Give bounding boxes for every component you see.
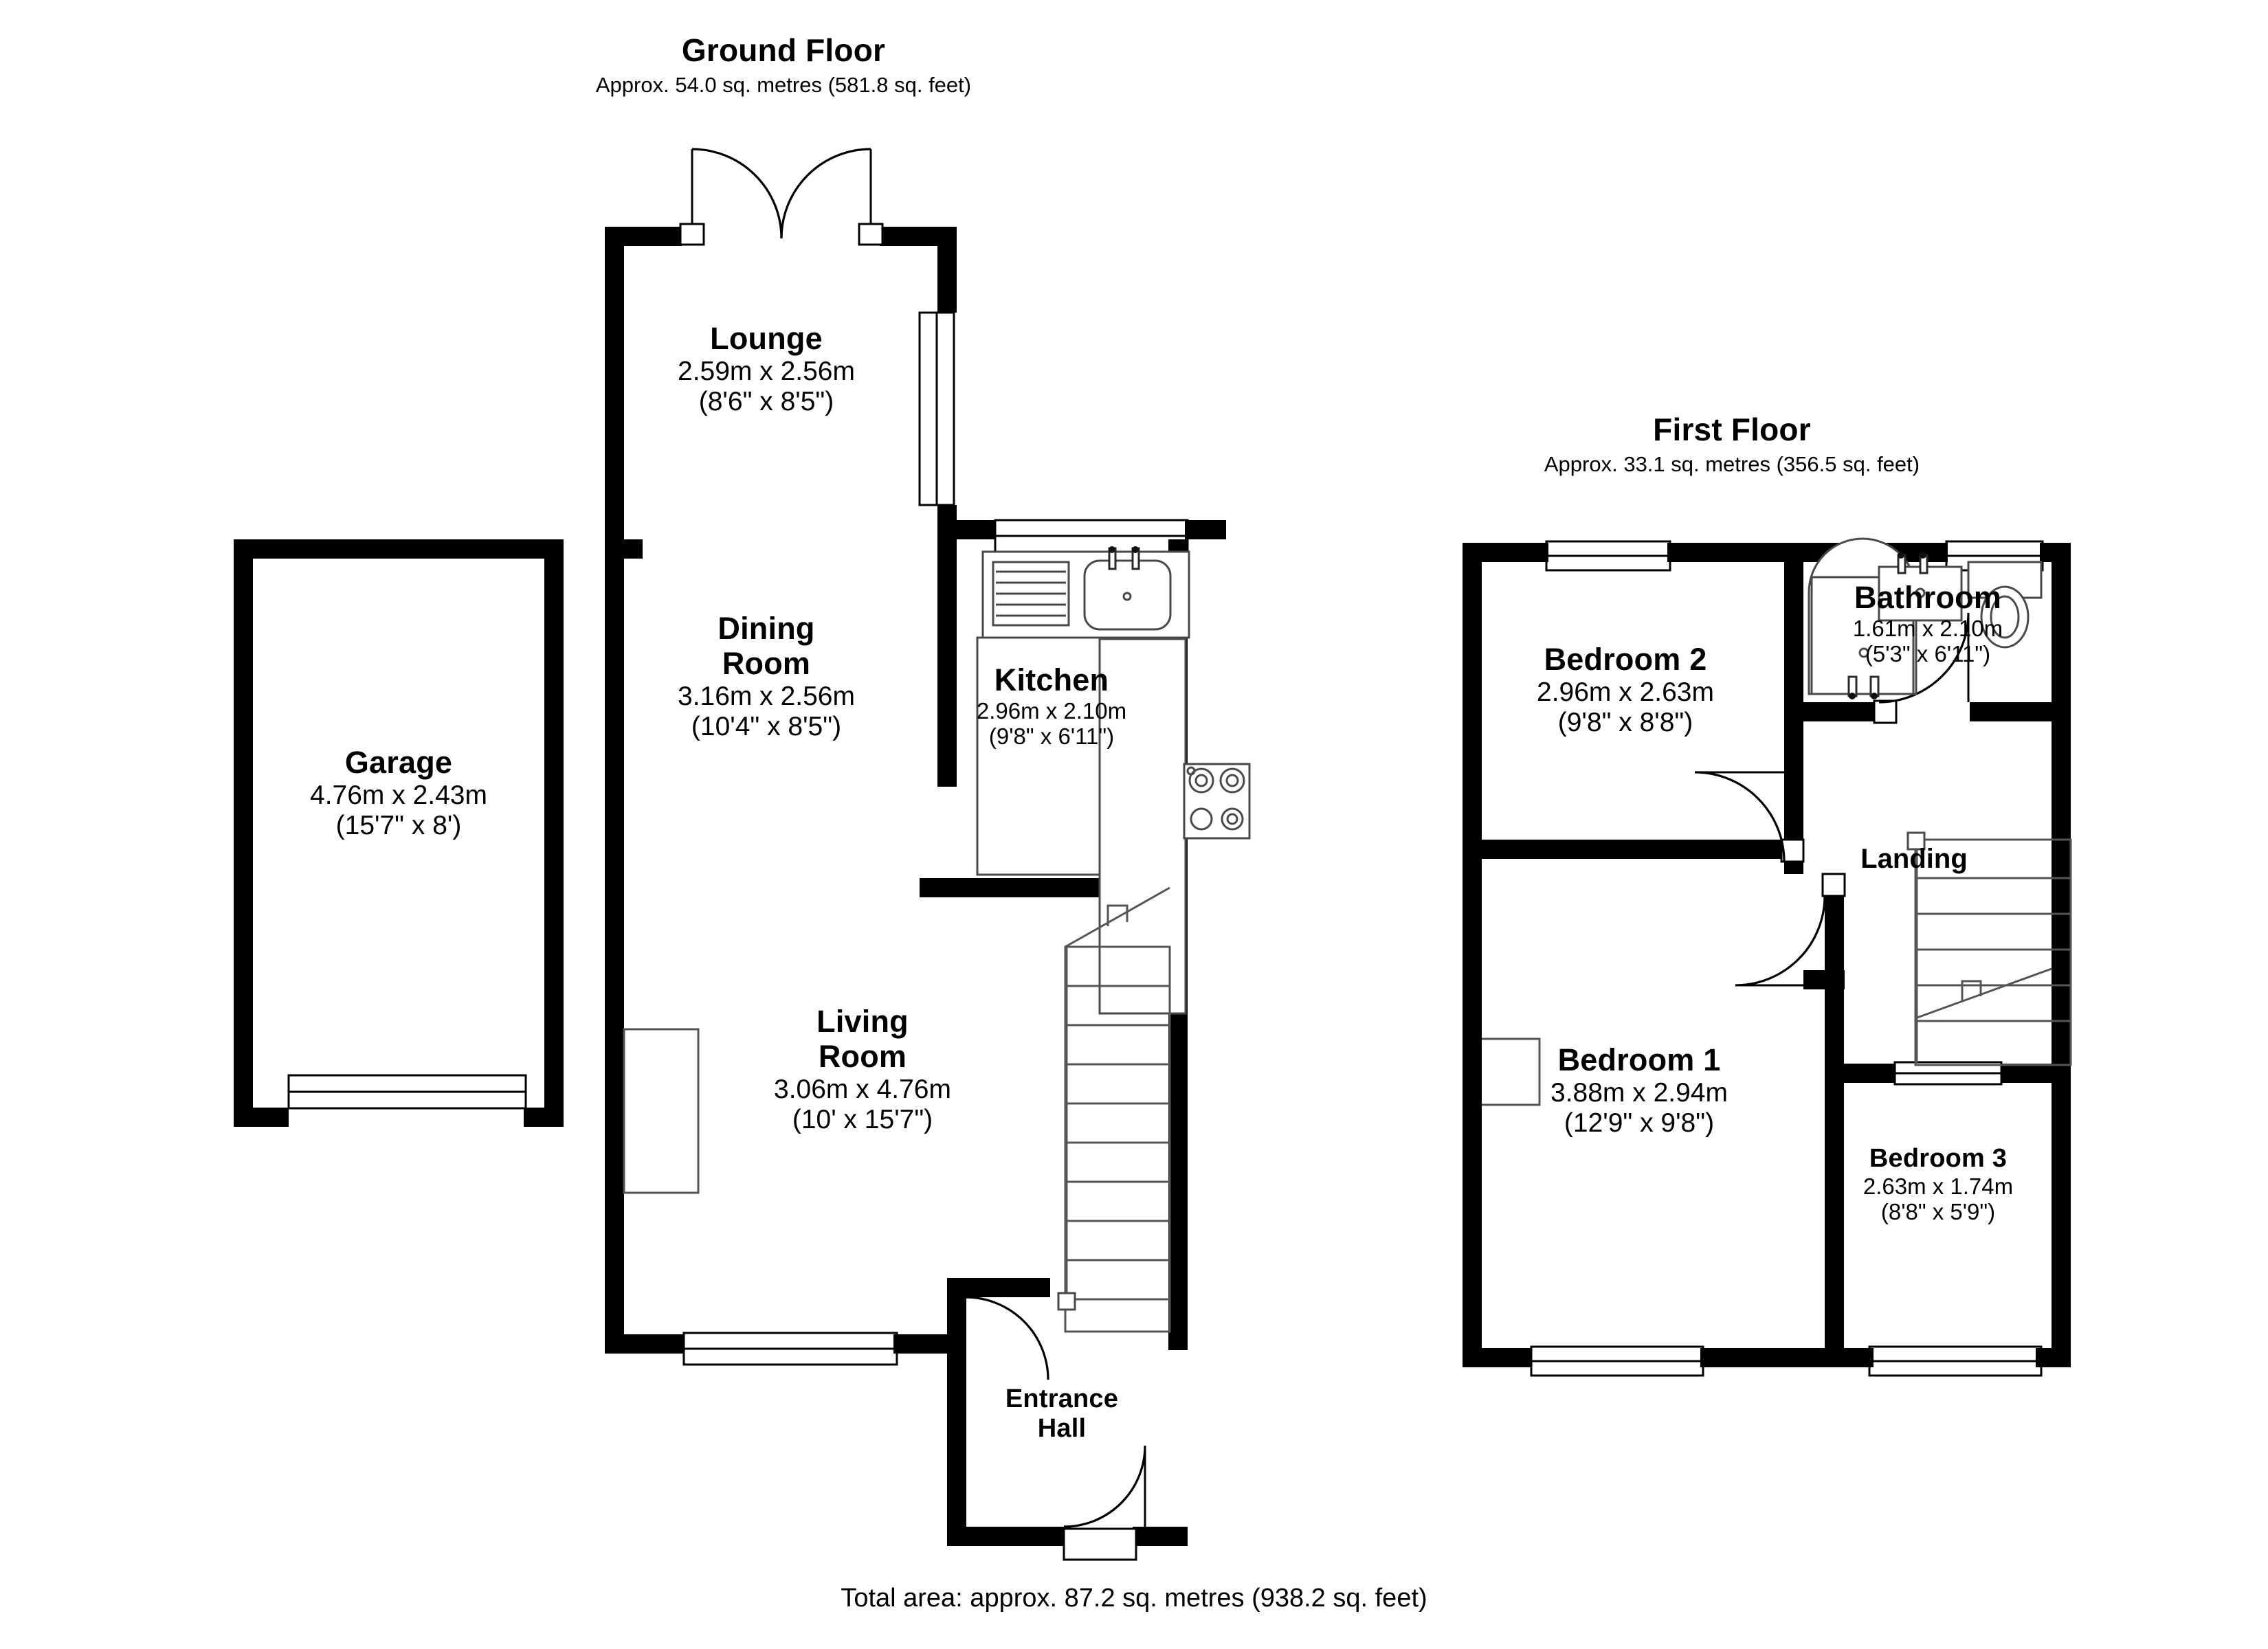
living-room-dim-imperial: (10' x 15'7") (792, 1104, 933, 1134)
window-icon-living-room (682, 1332, 898, 1366)
dining-room-name-line1: Dining (718, 611, 815, 646)
window-icon-bedroom3 (1868, 1345, 2043, 1377)
wash-basin-icon (1878, 552, 1963, 622)
entrance-hall-name-line2: Hall (1037, 1413, 1087, 1443)
kitchen-fixtures (976, 546, 1251, 1015)
dining-room-name-line2: Room (722, 645, 811, 681)
room-label-bedroom1: Bedroom 1 3.88m x 2.94m (12'9" x 9'8") (1491, 1042, 1787, 1138)
first-floor-outline (1463, 540, 2072, 1377)
bedroom3-name: Bedroom 3 (1869, 1144, 2008, 1173)
bedroom2-dim-metric: 2.96m x 2.63m (1537, 677, 1714, 707)
bedroom1-door-icon (1735, 873, 1846, 987)
bedroom2-name: Bedroom 2 (1544, 642, 1707, 677)
first-floor-title: First Floor (1653, 412, 1811, 447)
hall-to-living-door-icon (964, 1296, 1049, 1380)
bedroom1-dim-metric: 3.88m x 2.94m (1550, 1077, 1728, 1108)
bedroom2-door-icon (1694, 771, 1805, 863)
living-room-name-line1: Living (816, 1004, 909, 1039)
room-label-lounge: Lounge 2.59m x 2.56m (8'6" x 8'5") (605, 321, 928, 417)
lounge-name: Lounge (710, 321, 823, 356)
ground-floor-subtitle: Approx. 54.0 sq. metres (581.8 sq. feet) (595, 72, 972, 97)
ground-floor-header: Ground Floor Approx. 54.0 sq. metres (58… (509, 32, 1058, 97)
entrance-hall-name-line1: Entrance (1005, 1384, 1119, 1413)
lounge-dim-metric: 2.59m x 2.56m (678, 356, 855, 386)
bedroom3-dim-metric: 2.63m x 1.74m (1863, 1173, 2014, 1199)
garage-dim-imperial: (15'7" x 8') (335, 810, 462, 840)
total-area-label: Total area: approx. 87.2 sq. metres (938… (841, 1584, 1427, 1613)
staircase-icon-ground (1057, 886, 1171, 1333)
garage-outline (234, 539, 564, 1127)
front-door-icon (1063, 1445, 1146, 1561)
dining-room-dim-metric: 3.16m x 2.56m (678, 681, 855, 711)
room-label-bedroom2: Bedroom 2 2.96m x 2.63m (9'8" x 8'8") (1471, 642, 1780, 738)
room-label-dining-room: Dining Room 3.16m x 2.56m (10'4" x 8'5") (605, 611, 928, 742)
room-label-kitchen: Kitchen 2.96m x 2.10m (9'8" x 6'11") (921, 662, 1182, 750)
staircase-icon-first (1906, 831, 2072, 1066)
kitchen-dim-metric: 2.96m x 2.10m (976, 697, 1127, 723)
bathroom-dim-metric: 1.61m x 2.10m (1852, 615, 2003, 641)
ground-floor-title: Ground Floor (681, 32, 886, 68)
room-label-living-room: Living Room 3.06m x 4.76m (10' x 15'7") (715, 1004, 1010, 1135)
lounge-dim-imperial: (8'6" x 8'5") (698, 386, 834, 416)
living-room-feature (623, 1028, 700, 1194)
bathroom-door-icon (1873, 612, 1970, 724)
garage-name: Garage (344, 745, 453, 780)
kitchen-name: Kitchen (994, 662, 1109, 697)
room-label-bedroom3: Bedroom 3 2.63m x 1.74m (8'8" x 5'9") (1814, 1144, 2062, 1225)
window-icon-kitchen (994, 519, 1189, 553)
garage-dim-metric: 4.76m x 2.43m (310, 780, 487, 810)
landing-name: Landing (1860, 844, 1968, 874)
living-room-dim-metric: 3.06m x 4.76m (774, 1074, 951, 1104)
kitchen-dim-imperial: (9'8" x 6'11") (988, 723, 1115, 750)
bathroom-fixtures (1808, 537, 2043, 699)
window-icon-bedroom2 (1545, 540, 1671, 572)
french-doors-icon (679, 148, 884, 246)
first-floor-subtitle: Approx. 33.1 sq. metres (356.5 sq. feet) (1544, 451, 1920, 476)
living-room-name-line2: Room (818, 1038, 907, 1074)
total-area-footer: Total area: approx. 87.2 sq. metres (938… (584, 1584, 1684, 1613)
room-label-garage: Garage 4.76m x 2.43m (15'7" x 8') (227, 745, 570, 841)
bathroom-dim-imperial: (5'3" x 6'11") (1865, 641, 1991, 667)
room-label-entrance-hall: Entrance Hall (955, 1384, 1168, 1444)
window-icon-lounge (918, 311, 955, 506)
first-floor-header: First Floor Approx. 33.1 sq. metres (356… (1491, 412, 1972, 476)
bedroom1-dim-imperial: (12'9" x 9'8") (1564, 1108, 1715, 1138)
draining-board-icon (992, 561, 1070, 627)
bedroom1-alcove (1482, 1037, 1541, 1106)
bedroom1-name: Bedroom 1 (1557, 1042, 1721, 1077)
garage-door-icon (287, 1074, 527, 1110)
dining-room-dim-imperial: (10'4" x 8'5") (691, 711, 842, 741)
bedroom2-dim-imperial: (9'8" x 8'8") (1557, 707, 1693, 737)
window-icon-bedroom1 (1530, 1345, 1704, 1377)
bedroom3-dim-imperial: (8'8" x 5'9") (1880, 1199, 1996, 1225)
toilet-icon (1967, 561, 2043, 649)
room-label-bathroom: Bathroom 1.61m x 2.10m (5'3" x 6'11") (1766, 580, 2089, 667)
hob-icon (1183, 763, 1251, 840)
room-label-landing: Landing (1814, 844, 2014, 875)
bathroom-name: Bathroom (1854, 580, 2002, 615)
kitchen-sink-icon (1083, 546, 1172, 631)
